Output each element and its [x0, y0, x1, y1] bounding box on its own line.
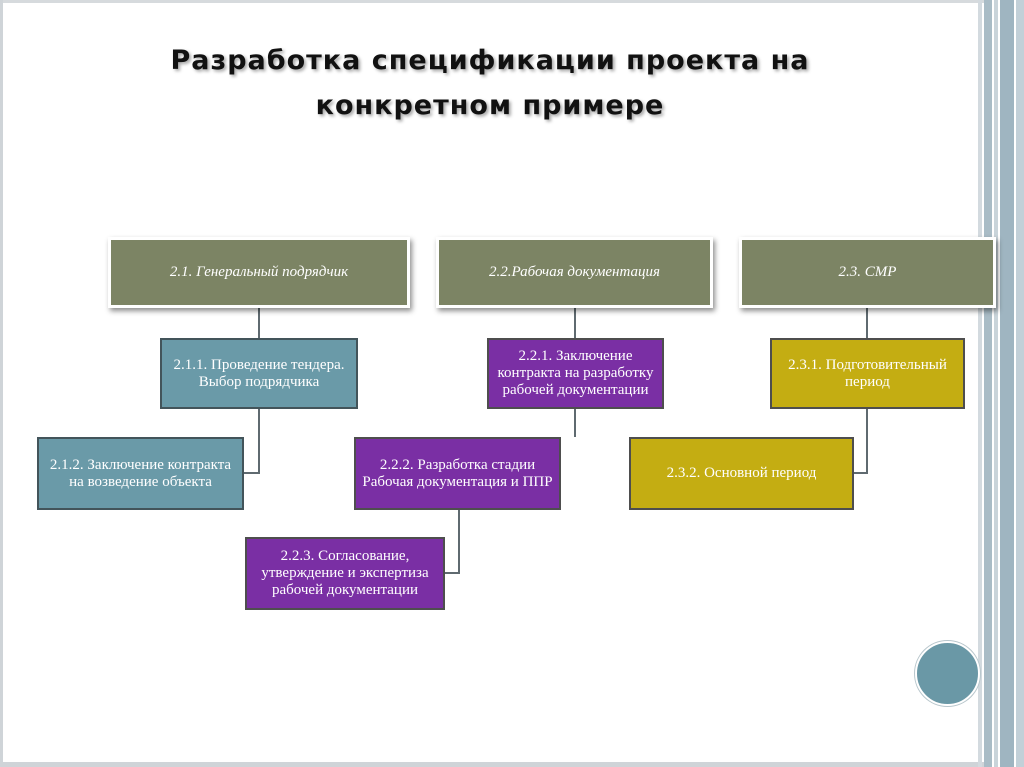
- slide-frame-bottom: [0, 762, 990, 767]
- node-2-1-1-tender: 2.1.1. Проведение тендера. Выбор подрядч…: [160, 338, 358, 409]
- connector-2-1-1-to-2-1-2: [244, 409, 260, 474]
- node-2-3-1-preparatory-period: 2.3.1. Подготовительный период: [770, 338, 965, 409]
- connector-2-2-2-to-2-2-3: [445, 510, 460, 574]
- branch-header-general-contractor: 2.1. Генеральный подрядчик: [108, 237, 410, 308]
- branch-header-working-documentation: 2.2.Рабочая документация: [436, 237, 713, 308]
- branch-header-construction-works: 2.3. СМР: [739, 237, 996, 308]
- node-2-2-1-documentation-contract: 2.2.1. Заключение контракта на разработк…: [487, 338, 664, 409]
- decorative-stripes: [978, 0, 1024, 767]
- node-2-3-2-main-period: 2.3.2. Основной период: [629, 437, 854, 510]
- node-2-2-3-approval-expertise: 2.2.3. Согласование, утверждение и экспе…: [245, 537, 445, 610]
- page-title: Разработка спецификации проекта на конкр…: [100, 38, 880, 128]
- page-title-line1: Разработка спецификации проекта на: [170, 45, 810, 76]
- decorative-circle: [915, 641, 980, 706]
- connector-2-3-1-to-2-3-2: [853, 409, 868, 474]
- slide-frame-left: [0, 0, 3, 767]
- page-title-line2: конкретном примере: [315, 90, 665, 121]
- node-2-2-2-stage-development: 2.2.2. Разработка стадии Рабочая докумен…: [354, 437, 561, 510]
- node-2-1-2-construction-contract: 2.1.2. Заключение контракта на возведени…: [37, 437, 244, 510]
- slide-frame-top: [0, 0, 990, 3]
